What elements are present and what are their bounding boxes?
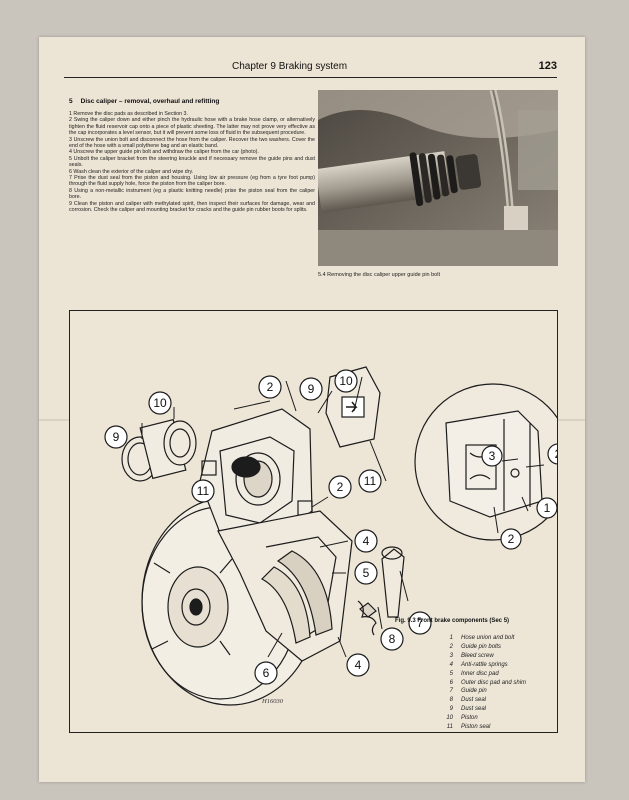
svg-text:11: 11 xyxy=(197,484,210,498)
svg-text:3: 3 xyxy=(489,449,496,463)
paragraph: 7 Prise the dust seal from the piston an… xyxy=(69,175,315,188)
svg-text:4: 4 xyxy=(355,658,362,672)
page-number: 123 xyxy=(538,60,557,72)
svg-text:2: 2 xyxy=(508,532,515,546)
paragraph: 4 Unscrew the upper guide pin bolt and w… xyxy=(69,149,259,156)
caliper-photo xyxy=(318,90,558,266)
callout-numbers: 9 10 2 9 10 11 2 11 4 5 7 8 4 6 3 2 1 2 xyxy=(113,374,562,680)
drawing-reference: H16030 xyxy=(262,698,283,705)
paragraph: 3 Unscrew the union bolt and disconnect … xyxy=(69,136,315,150)
svg-text:11: 11 xyxy=(364,474,377,488)
svg-text:2: 2 xyxy=(267,380,274,394)
svg-text:1: 1 xyxy=(544,501,551,515)
photo-caption: 5.4 Removing the disc caliper upper guid… xyxy=(318,272,440,278)
svg-text:9: 9 xyxy=(113,430,120,444)
paragraph: 6 Wash clean the exterior of the caliper… xyxy=(69,168,194,175)
section-number: 5 xyxy=(69,98,73,105)
figure-box: 9 10 2 9 10 11 2 11 4 5 7 8 4 6 3 2 1 2 … xyxy=(69,310,572,733)
svg-text:5: 5 xyxy=(363,566,370,580)
svg-text:10: 10 xyxy=(153,396,167,410)
callout-circles xyxy=(104,369,569,685)
paragraph: 1 Remove the disc pads as described in S… xyxy=(69,111,188,117)
chapter-title: Chapter 9 Braking system xyxy=(232,61,348,72)
svg-text:10: 10 xyxy=(339,374,353,388)
svg-text:9: 9 xyxy=(308,382,315,396)
figure-title: Fig. 9.3 Front brake components (Sec 5) xyxy=(395,618,510,624)
svg-text:2: 2 xyxy=(337,480,344,494)
paragraph: 5 Unbolt the caliper bracket from the st… xyxy=(69,155,315,169)
paragraph: 2 Swing the caliper down and either pinc… xyxy=(69,117,315,137)
page-header: Chapter 9 Braking system 123 xyxy=(64,60,557,78)
photo-illustration xyxy=(318,90,558,266)
paragraph: 8 Using a non-metallic instrument (eg a … xyxy=(69,187,315,201)
section-body: 1 Remove the disc pads as described in S… xyxy=(69,111,315,214)
exploded-diagram: 9 10 2 9 10 11 2 11 4 5 7 8 4 6 3 2 1 2 xyxy=(104,366,572,706)
piston-assembly xyxy=(121,418,261,482)
section-heading: 5 Disc caliper – removal, overhaul and re… xyxy=(69,98,219,105)
svg-text:8: 8 xyxy=(389,632,396,646)
svg-text:2: 2 xyxy=(555,447,557,461)
diagram-callouts xyxy=(141,376,545,658)
svg-text:7: 7 xyxy=(417,616,424,630)
svg-text:6: 6 xyxy=(263,666,270,680)
paragraph: 9 Clean the piston and caliper with meth… xyxy=(69,200,315,214)
svg-text:4: 4 xyxy=(363,534,370,548)
section-title: Disc caliper – removal, overhaul and ref… xyxy=(80,98,220,105)
disc-pads xyxy=(261,550,333,644)
guide-pin-parts xyxy=(357,546,405,636)
